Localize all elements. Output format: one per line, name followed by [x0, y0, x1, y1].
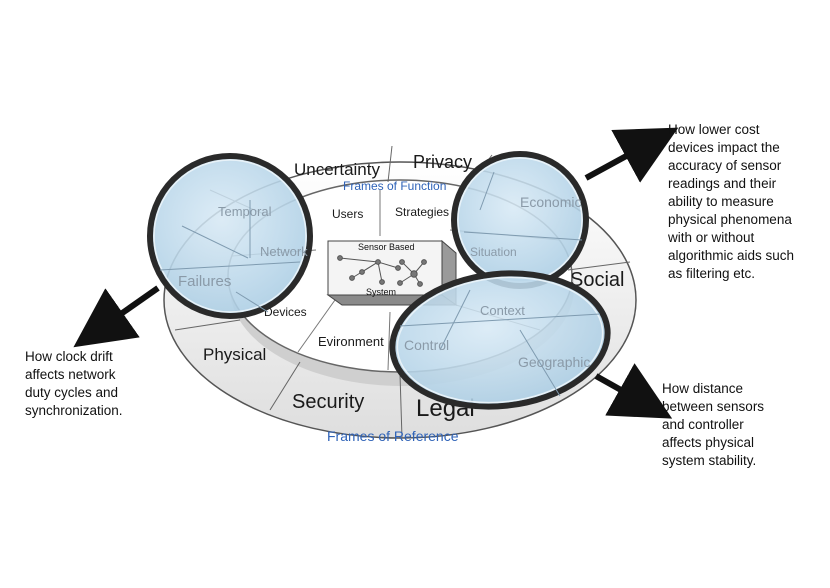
center-box-subtitle: System: [366, 287, 396, 297]
label-uncertainty: Uncertainty: [294, 160, 380, 179]
center-box-title: Sensor Based: [358, 242, 415, 252]
label-strategies: Strategies: [395, 205, 449, 219]
label-security: Security: [292, 391, 364, 413]
label-physical: Physical: [203, 345, 266, 364]
label-economic: Economic: [520, 194, 581, 210]
annotation-top-right: How lower cost devices impact the accura…: [668, 122, 795, 281]
frames-of-function-title: Frames of Function: [343, 179, 446, 193]
sensor-network-graph: [337, 255, 427, 287]
label-context: Context: [480, 303, 525, 318]
label-users: Users: [332, 207, 363, 221]
arrow-bottom-right: [594, 363, 673, 419]
label-environment: Evironment: [318, 334, 384, 349]
label-failures: Failures: [178, 273, 231, 290]
annotation-bottom-right: How distance between sensors and control…: [662, 381, 765, 468]
label-social: Social: [570, 269, 624, 291]
frames-of-reference-title: Frames of Reference: [327, 428, 459, 444]
label-privacy: Privacy: [413, 152, 472, 172]
magnifier-top-right: Economic Situation: [451, 151, 589, 289]
label-geographic: Geographic: [518, 354, 590, 370]
magnifier-left: Temporal Network Failures: [147, 153, 313, 319]
label-situation: Situation: [470, 245, 517, 259]
label-control: Control: [404, 337, 449, 353]
label-devices: Devices: [264, 305, 307, 319]
annotation-bottom-left: How clock drift affects network duty cyc…: [25, 349, 123, 418]
label-temporal: Temporal: [218, 204, 272, 219]
arrow-bottom-left: [73, 285, 160, 348]
label-network: Network: [260, 244, 308, 259]
magnifier-bottom-right: Context Control Geographic: [389, 270, 611, 410]
arrow-top-right: [584, 127, 679, 183]
